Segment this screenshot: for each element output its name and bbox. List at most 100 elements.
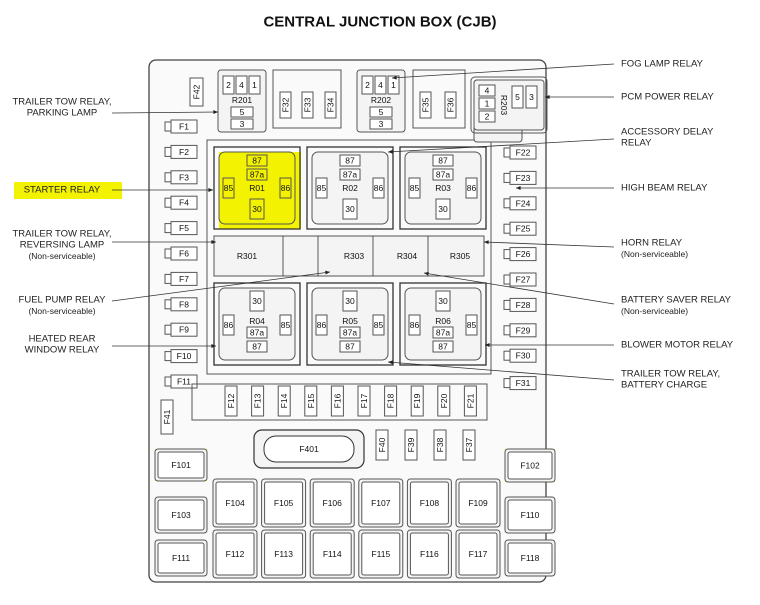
fuse-f18 — [384, 385, 398, 417]
mini-relay-r202-pin-label: 1 — [391, 80, 396, 90]
relay-r02-pin-86 — [372, 177, 385, 199]
mini-relay-r203-housing — [470, 76, 548, 134]
fuse-f104-label: F104 — [225, 498, 245, 508]
relay-r05-pin-label: 87a — [343, 328, 357, 338]
page-title: CENTRAL JUNCTION BOX (CJB) — [263, 14, 496, 31]
relay-r06-pin-label: 86 — [410, 320, 420, 330]
relay-r06-socket — [399, 282, 487, 366]
mini-relay-r202-pin — [374, 75, 387, 95]
right-label-8-line: TRAILER TOW RELAY, — [621, 369, 720, 380]
fuse-f25-tab — [503, 223, 511, 234]
relay-r01-pin-87 — [246, 154, 268, 167]
relay-r01-label: R01 — [249, 183, 265, 193]
fuse-f118-label: F118 — [521, 553, 540, 563]
fuse-f3-tab — [164, 172, 172, 183]
fuse-f29-tab — [503, 325, 511, 336]
relay-r04-pin-86 — [222, 314, 235, 336]
fuse-f14-label: F14 — [279, 393, 289, 408]
relay-r01-socket — [213, 146, 301, 230]
left-label-3-line: TRAILER TOW RELAY, — [12, 229, 111, 240]
relay-r04-pin-label: 87 — [252, 342, 262, 352]
fuse-f33 — [301, 91, 314, 119]
left-label-2-leader-arrowhead — [208, 188, 213, 192]
fuse-f104 — [215, 481, 255, 525]
fuse-f7-label: F7 — [179, 274, 189, 284]
mini-relay-r202-pin-label: 5 — [379, 107, 384, 117]
relay-r06-pin-86 — [408, 314, 421, 336]
relay-r06-label: R06 — [435, 316, 451, 326]
left-label-5-line: WINDOW RELAY — [25, 345, 100, 356]
right-label-6-sub: (Non-serviceable) — [621, 306, 688, 316]
fuse-f16 — [330, 385, 344, 417]
fuse-f38-label: F38 — [435, 437, 445, 452]
relay-r01-pin-86 — [279, 177, 292, 199]
mini-relay-r201-pin-label: 4 — [239, 80, 244, 90]
fuse-f32 — [279, 91, 292, 119]
relay-r04-socket — [213, 282, 301, 366]
fuse-f35-label: F35 — [421, 97, 431, 112]
relay-r05-pin-label: 86 — [317, 320, 327, 330]
fuse-f106-label: F106 — [323, 498, 343, 508]
fuse-f116-label: F116 — [420, 549, 439, 559]
fuse-f8-label: F8 — [179, 299, 189, 309]
left-label-5-line: HEATED REAR — [29, 334, 96, 345]
fuse-f17 — [357, 385, 371, 417]
relay-r03-label: R03 — [435, 183, 451, 193]
relay-r03-pin-label: 87 — [438, 156, 448, 166]
mini-relay-r202-pin — [361, 75, 374, 95]
relay-r03-pin-87a — [432, 168, 454, 181]
mini-relay-r202-pin-label: 3 — [379, 119, 384, 129]
mini-relay-r203-pin — [478, 110, 496, 123]
left-label-2-line: STARTER RELAY — [24, 185, 101, 196]
fuse-f109-label: F109 — [468, 498, 488, 508]
fuse-f18-label: F18 — [386, 393, 396, 408]
fuse-f9-label: F9 — [179, 325, 189, 335]
relay-r02-pin-85 — [315, 177, 328, 199]
relay-r04-pin-label: 87a — [250, 328, 264, 338]
fuse-f107-label: F107 — [371, 498, 391, 508]
relay-r04-pin-label: 86 — [224, 320, 234, 330]
right-label-1-leader-line — [391, 63, 615, 79]
fuse-f4-tab — [164, 197, 172, 208]
fuse-f5-tab — [164, 223, 172, 234]
mini-relay-r203-pin — [478, 84, 496, 97]
relay-r05-pin-87a — [339, 326, 361, 339]
left-label-3-line: REVERSING LAMP — [20, 240, 104, 251]
mini-relay-r203-pin-label: 4 — [485, 86, 490, 96]
fuse-f28-label: F28 — [516, 300, 531, 310]
fuse-f42-label: F42 — [192, 84, 202, 99]
relay-r04-pin-30 — [249, 290, 265, 312]
fuse-f36 — [444, 91, 457, 119]
relay-r01-pin-label: 87a — [250, 170, 264, 180]
mini-relay-r203-label: R203 — [499, 95, 509, 116]
fuse-f32-label: F32 — [281, 97, 291, 112]
middle-fuse-block — [191, 383, 488, 421]
fuse-f31-tab — [503, 378, 511, 389]
fuse-f1-tab — [164, 121, 172, 132]
fuse-f106 — [312, 481, 352, 525]
fuse-f117-label: F117 — [469, 549, 488, 559]
left-label-4-leader-line — [111, 271, 331, 302]
fuse-f6-tab — [164, 248, 172, 259]
relay-r02-pin-label: 30 — [345, 204, 355, 214]
mini-relay-r201-pin-label: 5 — [240, 107, 245, 117]
relay-r01-pin-85 — [222, 177, 235, 199]
fuse-f401-label: F401 — [299, 444, 319, 454]
fuse-f114-label: F114 — [323, 549, 342, 559]
fuse-f2-tab — [164, 146, 172, 157]
bar-relay-r305: R305 — [450, 251, 471, 261]
mini-relay-r201-pin-label: 1 — [252, 80, 257, 90]
relay-r01-pin-label: 87 — [252, 156, 262, 166]
fuse-f30-tab — [503, 350, 511, 361]
relay-r03-pin-label: 87a — [436, 170, 450, 180]
fuse-f10-label: F10 — [177, 351, 192, 361]
right-label-1-leader-arrowhead — [392, 75, 397, 80]
fuse-f111-label: F111 — [172, 553, 190, 563]
relay-r02-pin-label: 85 — [317, 183, 327, 193]
fuse-f21 — [463, 385, 477, 417]
right-label-7-line: BLOWER MOTOR RELAY — [621, 340, 734, 351]
left-label-3-sub: (Non-serviceable) — [28, 251, 95, 261]
relay-r05-pin-30 — [342, 290, 358, 312]
mini-relay-r201-label: R201 — [232, 95, 253, 105]
